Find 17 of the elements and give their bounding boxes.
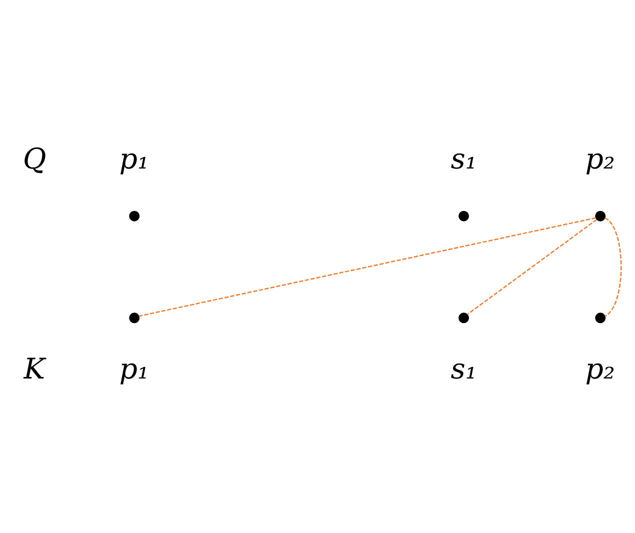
connector — [604, 216, 622, 316]
node-label: s₁ — [450, 142, 477, 176]
label: K — [24, 352, 45, 385]
node-label: p₁ — [119, 352, 149, 385]
connector — [466, 218, 598, 315]
node-label: p₂ — [585, 142, 615, 176]
node-label: p₁ — [119, 142, 149, 176]
node-label: p₂ — [585, 352, 615, 385]
node-circle — [129, 312, 140, 323]
label: Q — [22, 142, 46, 176]
node-circle — [129, 210, 140, 221]
node-circle — [595, 312, 606, 323]
node-circle — [458, 312, 469, 323]
connector — [138, 216, 596, 316]
node-label: s₁ — [450, 352, 477, 385]
node-circle — [458, 210, 469, 221]
node-circle — [595, 210, 606, 221]
